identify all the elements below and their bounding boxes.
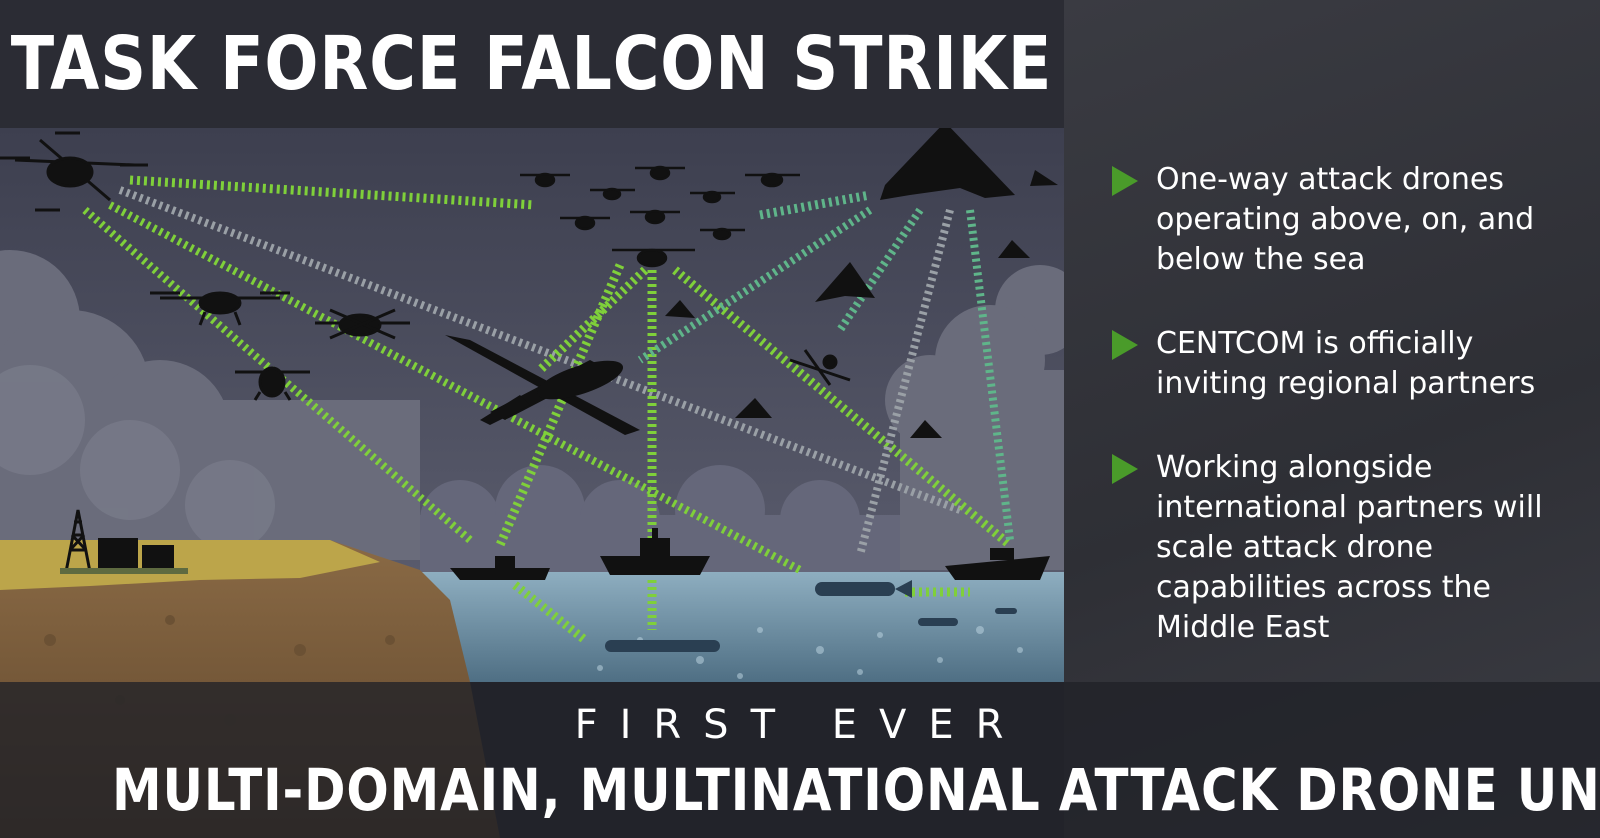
delta-wing-drone-icon xyxy=(665,300,695,318)
triangle-bullet-icon xyxy=(1112,166,1138,196)
underwater-drone-icon xyxy=(815,580,912,598)
quadcopter-drone-icon xyxy=(0,131,148,212)
grass xyxy=(0,540,380,590)
triangle-bullet-icon xyxy=(1112,330,1138,360)
footer-kicker: FIRST EVER xyxy=(574,702,1026,748)
drone-swarm xyxy=(520,165,800,268)
delta-wing-drone-icon xyxy=(1030,170,1058,186)
delta-wing-drone-icon xyxy=(910,420,942,438)
quadcopter-drone-icon xyxy=(235,366,310,401)
underwater-drone-icon xyxy=(605,640,720,652)
delta-wing-drone-icon xyxy=(815,262,875,302)
title-bar: TASK FORCE FALCON STRIKE xyxy=(0,0,1064,128)
delta-wing-drone-icon xyxy=(998,240,1030,258)
clouds-right xyxy=(885,265,1085,570)
delta-wing-drone-icon xyxy=(880,122,1015,200)
page-title: TASK FORCE FALCON STRIKE xyxy=(11,21,1053,107)
bullet-list: One-way attack drones operating above, o… xyxy=(1108,160,1578,692)
bullet-item: CENTCOM is officially inviting regional … xyxy=(1108,324,1578,404)
building xyxy=(142,545,174,571)
surface-vessel-icon xyxy=(450,556,550,580)
surface-vessel-icon xyxy=(600,528,710,575)
hexacopter-drone-icon xyxy=(315,308,410,340)
footer-band xyxy=(0,682,1600,838)
bullet-text: CENTCOM is officially inviting regional … xyxy=(1156,326,1536,401)
bullet-text: Working alongside international partners… xyxy=(1156,450,1543,645)
surface-vessel-icon xyxy=(945,548,1050,580)
building xyxy=(98,538,138,570)
small-uav-icon xyxy=(789,349,851,386)
quadcopter-drone-icon xyxy=(150,291,290,326)
triangle-bullet-icon xyxy=(1112,454,1138,484)
underwater-drone-icon xyxy=(918,608,1017,626)
oil-derrick-icon xyxy=(64,509,92,573)
delta-wing-drone-icon xyxy=(735,398,772,418)
reaper-drone-icon xyxy=(445,335,640,435)
bullet-item: One-way attack drones operating above, o… xyxy=(1108,160,1578,280)
bullet-text: One-way attack drones operating above, o… xyxy=(1156,162,1535,277)
bullet-item: Working alongside international partners… xyxy=(1108,448,1578,648)
footer-headline: MULTI-DOMAIN, MULTINATIONAL ATTACK DRONE… xyxy=(112,756,1600,824)
